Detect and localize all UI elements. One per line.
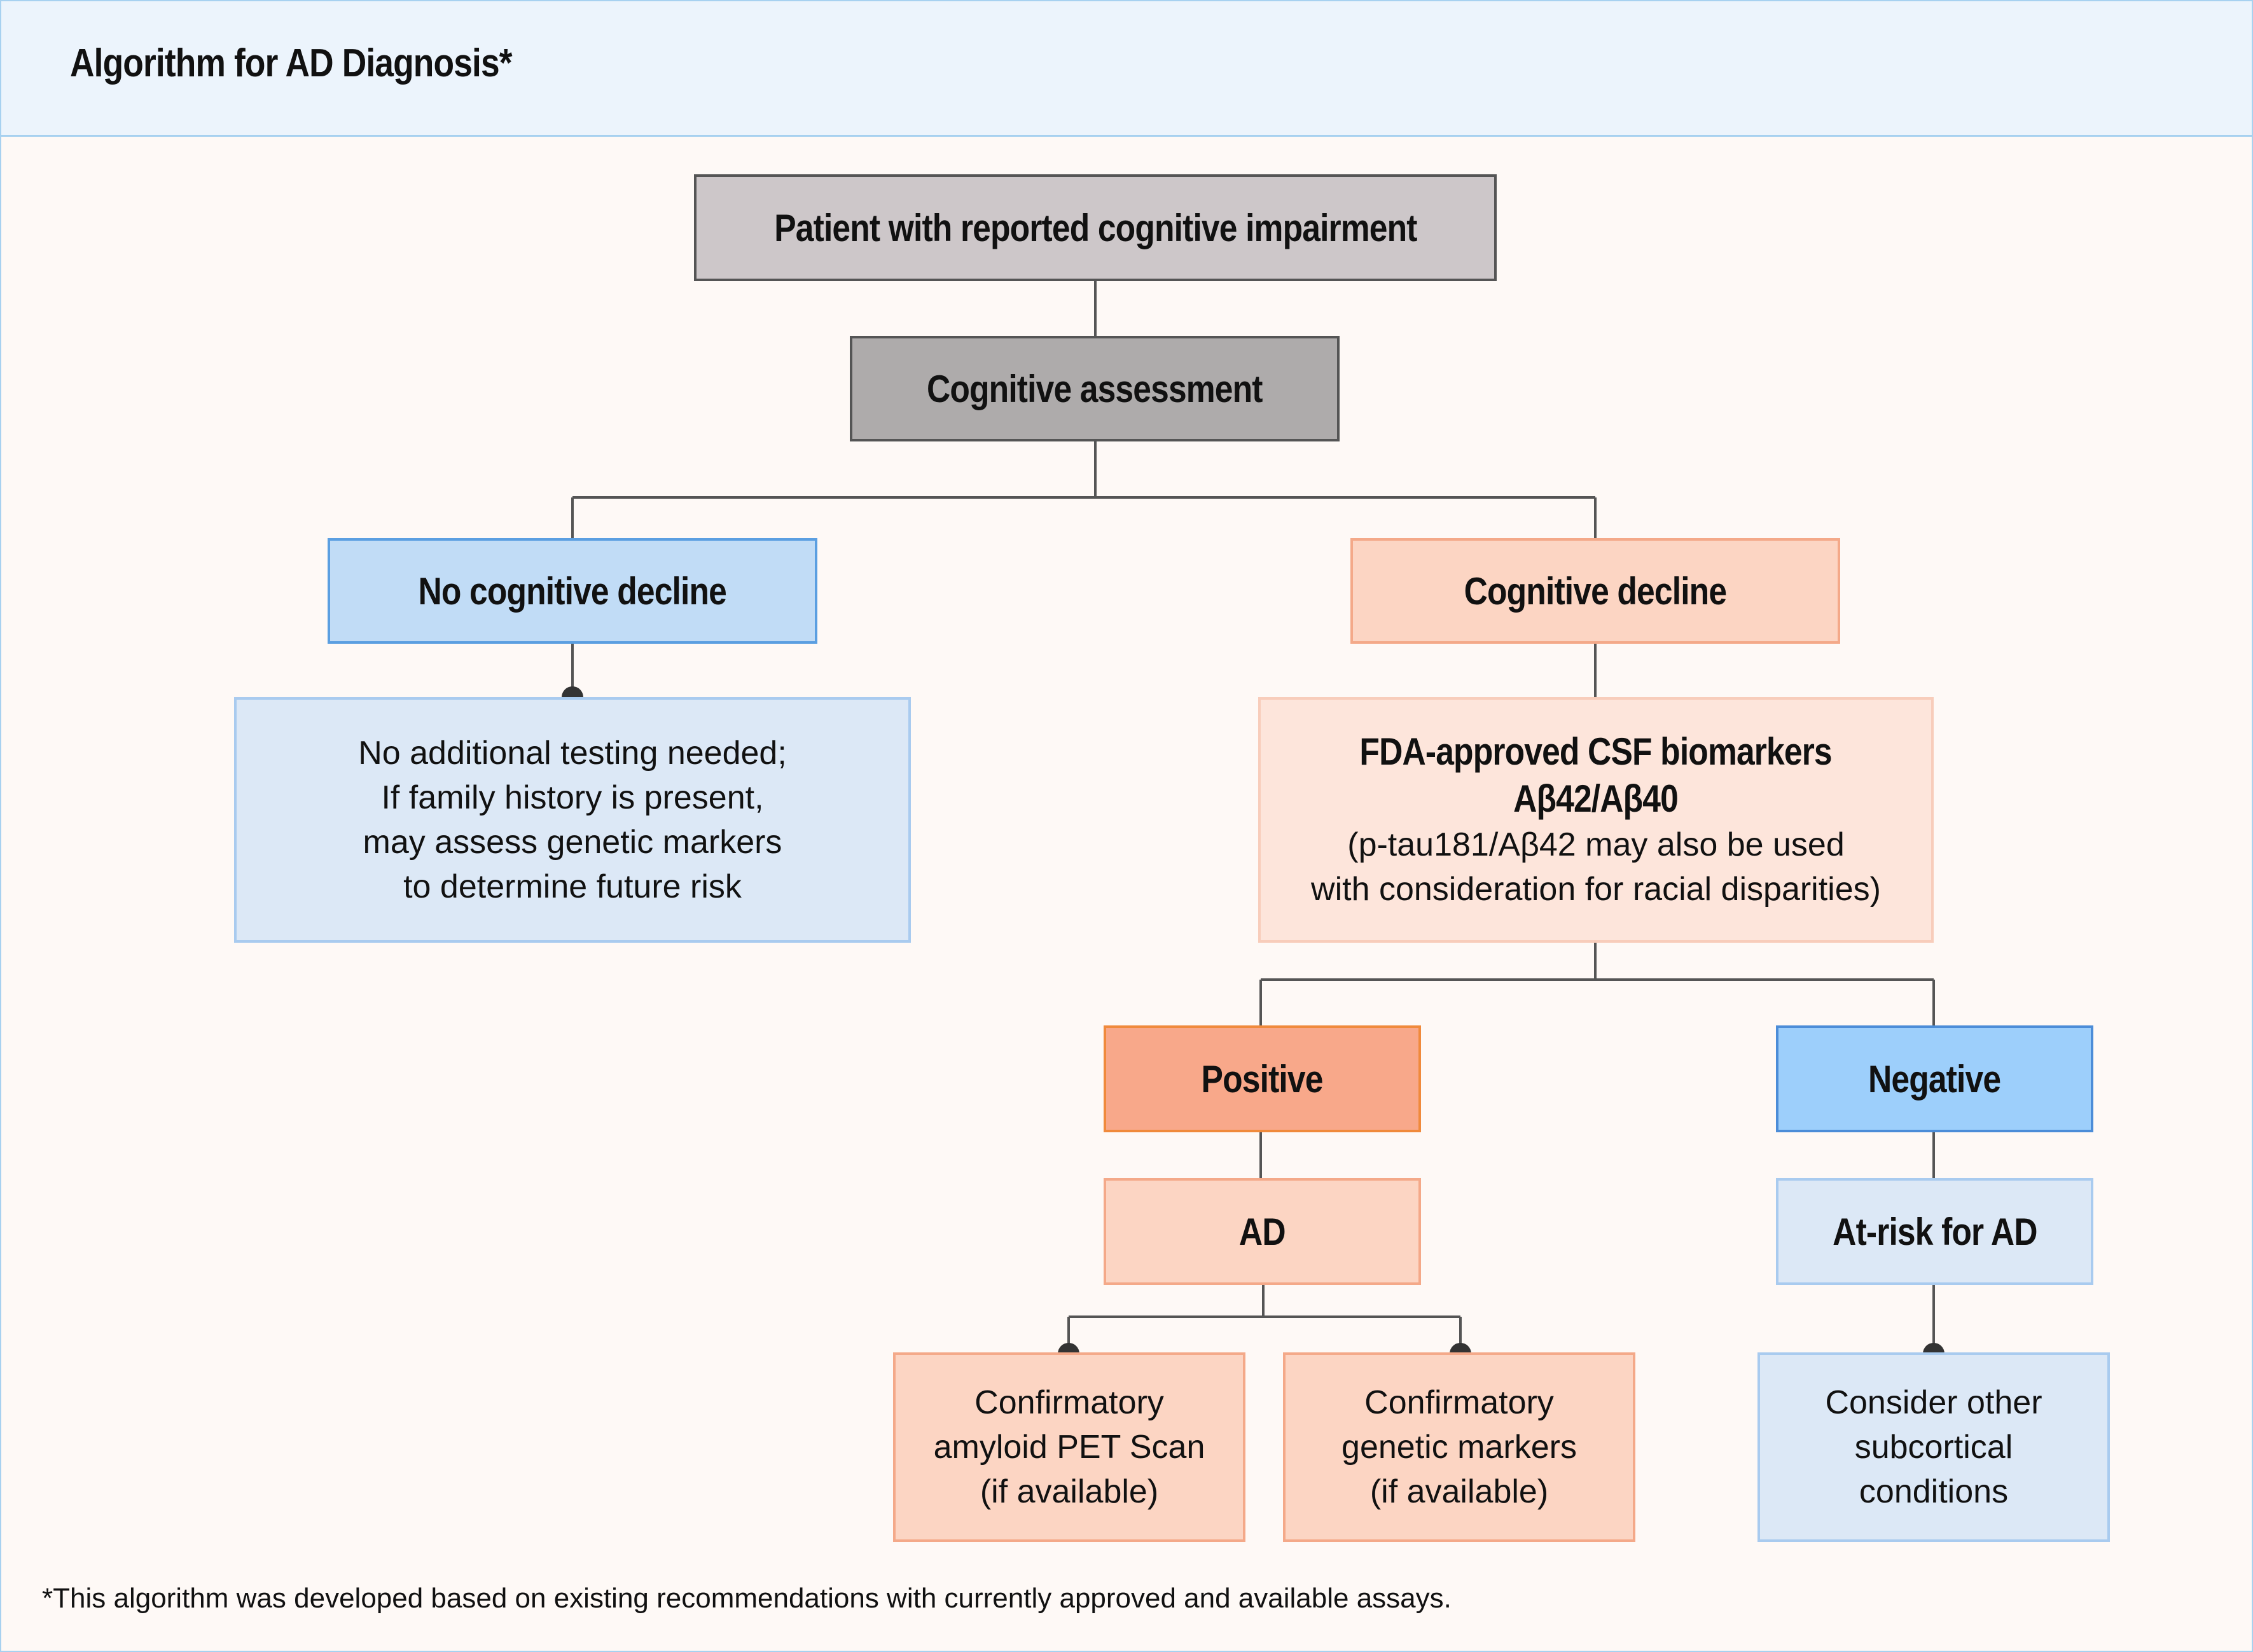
node-at-risk: At-risk for AD	[1776, 1178, 2093, 1285]
node-negative: Negative	[1776, 1025, 2093, 1132]
node-confirmatory-pet: Confirmatory amyloid PET Scan (if availa…	[893, 1352, 1245, 1542]
node-at-risk-label: At-risk for AD	[1832, 1210, 2037, 1253]
page-title: Algorithm for AD Diagnosis*	[70, 41, 513, 85]
genetic-line-1: Confirmatory	[1364, 1384, 1554, 1421]
pet-line-1: Confirmatory	[974, 1384, 1164, 1421]
no-testing-line-1: No additional testing needed;	[358, 735, 787, 772]
node-cognitive-assessment-label: Cognitive assessment	[927, 367, 1263, 410]
biomarkers-line-3: (p-tau181/Aβ42 may also be used	[1347, 826, 1845, 863]
other-line-2: subcortical	[1854, 1429, 2013, 1466]
node-positive: Positive	[1104, 1025, 1421, 1132]
node-ad-label: AD	[1239, 1210, 1286, 1253]
node-csf-biomarkers: FDA-approved CSF biomarkers Aβ42/Aβ40 (p…	[1258, 697, 1934, 943]
header-bar: Algorithm for AD Diagnosis*	[1, 1, 2252, 137]
node-no-cognitive-decline: No cognitive decline	[328, 538, 817, 644]
other-line-3: conditions	[1859, 1473, 2009, 1510]
node-patient: Patient with reported cognitive impairme…	[694, 174, 1497, 281]
node-positive-label: Positive	[1201, 1057, 1324, 1100]
no-testing-line-4: to determine future risk	[403, 868, 742, 905]
pet-line-3: (if available)	[980, 1473, 1159, 1510]
node-other-conditions: Consider other subcortical conditions	[1757, 1352, 2110, 1542]
node-cognitive-decline-label: Cognitive decline	[1464, 569, 1727, 613]
node-no-cognitive-decline-label: No cognitive decline	[418, 569, 727, 613]
no-testing-line-3: may assess genetic markers	[363, 824, 782, 861]
node-ad: AD	[1104, 1178, 1421, 1285]
node-negative-label: Negative	[1868, 1057, 2001, 1100]
biomarkers-line-2: Aβ42/Aβ40	[1513, 777, 1679, 820]
biomarkers-line-1: FDA-approved CSF biomarkers	[1359, 730, 1833, 773]
node-no-additional-testing: No additional testing needed; If family …	[234, 697, 911, 943]
biomarkers-line-4: with consideration for racial disparitie…	[1311, 871, 1881, 908]
genetic-line-2: genetic markers	[1341, 1429, 1577, 1466]
node-cognitive-assessment: Cognitive assessment	[850, 336, 1340, 441]
node-confirmatory-genetic: Confirmatory genetic markers (if availab…	[1283, 1352, 1635, 1542]
genetic-line-3: (if available)	[1369, 1473, 1549, 1510]
node-patient-label: Patient with reported cognitive impairme…	[773, 206, 1417, 249]
other-line-1: Consider other	[1825, 1384, 2042, 1421]
pet-line-2: amyloid PET Scan	[933, 1429, 1205, 1466]
footnote: *This algorithm was developed based on e…	[42, 1583, 1452, 1614]
no-testing-line-2: If family history is present,	[381, 779, 764, 816]
node-cognitive-decline: Cognitive decline	[1350, 538, 1840, 644]
